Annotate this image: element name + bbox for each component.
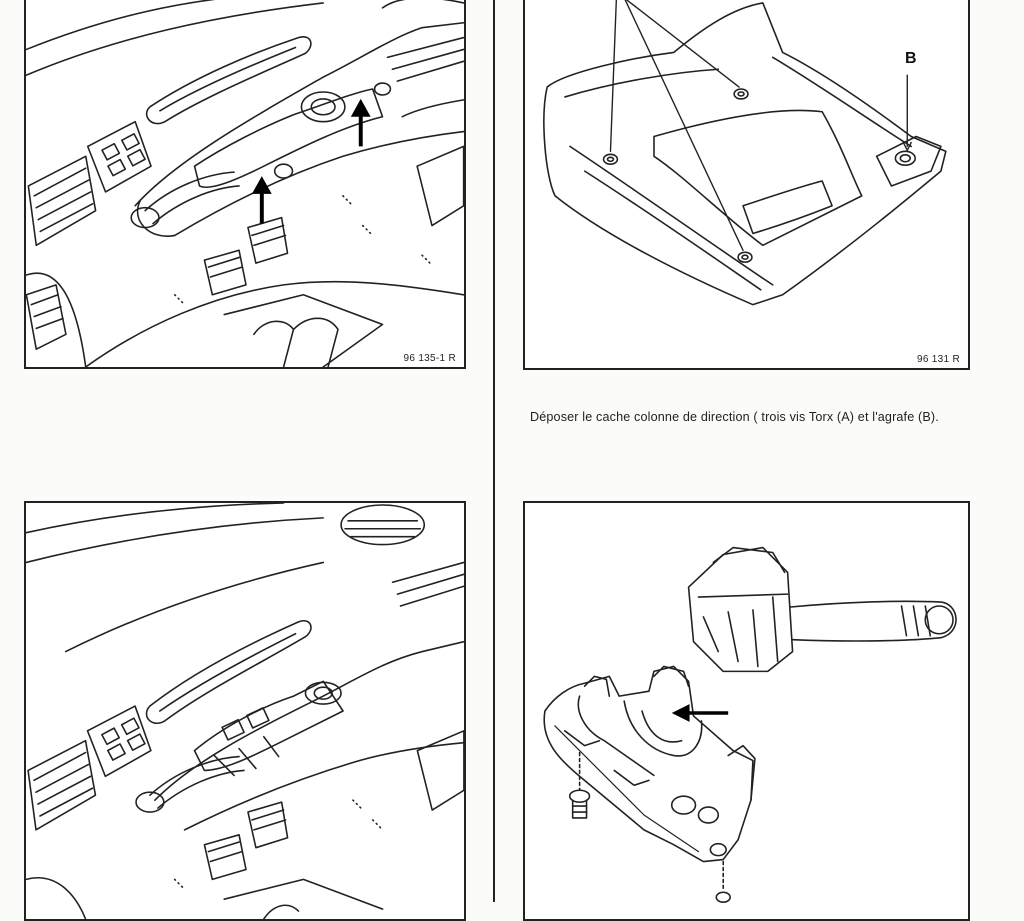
- figure-reference: 96 131 R: [915, 354, 962, 365]
- dashboard-drawing: [26, 0, 464, 367]
- screw-icon: [733, 88, 749, 100]
- caption-text: Déposer le cache colonne de direction ( …: [530, 410, 939, 424]
- figure-reference: 96 135-1 R: [401, 353, 458, 364]
- arrow-icon: [251, 176, 272, 224]
- screw-icon: [568, 751, 591, 819]
- arrow-icon: [671, 704, 729, 722]
- label-b: B: [905, 50, 917, 67]
- column-divider: [493, 0, 495, 902]
- figure-dashboard-screws: 96 135-1 R: [24, 0, 466, 369]
- figure-switch-bracket: [523, 501, 970, 921]
- figure-column-cover: B 96 131 R: [523, 0, 970, 370]
- dashboard-removed-drawing: [26, 503, 464, 919]
- arrow-icon: [350, 98, 371, 147]
- column-cover-drawing: [543, 0, 947, 306]
- figure-dashboard-cover-removed: [24, 501, 466, 921]
- switch-bracket-drawing: [543, 546, 957, 903]
- screw-icon: [602, 153, 619, 165]
- screw-icon: [715, 860, 731, 903]
- screw-icon: [737, 251, 753, 263]
